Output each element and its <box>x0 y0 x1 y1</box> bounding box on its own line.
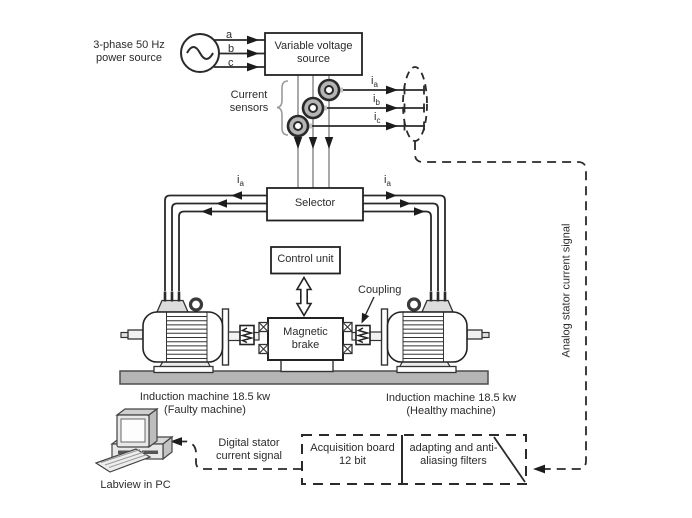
current-ib-label: ib <box>373 93 380 108</box>
control-unit-label: Control unit <box>277 253 334 265</box>
acquisition-filter-block <box>301 434 527 485</box>
magnetic-brake-label: Magnetic brake <box>268 326 343 352</box>
coupling-icon-left <box>239 324 255 346</box>
coupling-label: Coupling <box>358 284 402 296</box>
brake-pedestal <box>280 359 334 373</box>
ia-base: i <box>371 75 374 87</box>
machine-faulty-label: Induction machine 18.5 kw (Faulty machin… <box>124 391 286 417</box>
acquisition-board-line2: 12 bit <box>339 454 366 467</box>
selector-box <box>266 187 364 222</box>
current-sensor-icon <box>286 114 310 138</box>
digital-signal-arrowhead <box>170 437 182 446</box>
magnetic-brake-line1: Magnetic <box>283 326 328 338</box>
control-unit-box <box>270 246 341 275</box>
machine-healthy-line2: (Healthy machine) <box>406 404 496 417</box>
power-source-line1: 3-phase 50 Hz <box>93 39 165 51</box>
current-sensors-brace <box>276 80 289 136</box>
current-sensors-line2: sensors <box>229 101 269 114</box>
sel-ia-left-base: i <box>237 174 240 186</box>
selector-cables <box>164 194 446 291</box>
vvs-output-arrowheads <box>293 137 334 149</box>
analog-signal-path <box>414 141 587 470</box>
ic-sub: c <box>376 116 381 126</box>
analog-signal-label: Analog stator current signal <box>560 223 573 358</box>
selector-label: Selector <box>294 197 336 209</box>
ic-base: i <box>374 111 377 123</box>
selector-cable-arrowheads <box>201 191 425 216</box>
coupling-icon-right <box>355 324 371 346</box>
sel-ia-right-sub: a <box>386 179 391 189</box>
filters-line2: aliasing filters <box>420 454 487 467</box>
phase-c-label: c <box>228 56 234 69</box>
drivetrain <box>227 275 383 373</box>
ia-sub: a <box>373 80 378 90</box>
pc-icon <box>94 407 174 473</box>
current-sensor-icons <box>286 78 343 138</box>
sensor-output-lines <box>310 85 425 131</box>
pc-label: Labview in PC <box>100 479 171 491</box>
digital-signal-label: Digital stator current signal <box>203 437 295 463</box>
power-source-label: 3-phase 50 Hz power source <box>84 39 174 65</box>
current-sensors-line1: Current <box>230 89 268 101</box>
current-sensors-label: Current sensors <box>222 89 276 115</box>
induction-machine-faulty-icon <box>120 291 230 374</box>
phase-b-label: b <box>228 43 235 55</box>
coupling-pointer-line <box>363 296 375 318</box>
current-ia-label: ia <box>371 75 378 90</box>
acquisition-board-label: Acquisition board 12 bit <box>304 442 401 468</box>
digital-signal-line2: current signal <box>215 449 283 462</box>
machine-healthy-label: Induction machine 18.5 kw (Healthy machi… <box>370 392 532 418</box>
variable-voltage-source-label: Variable voltage source <box>265 40 362 66</box>
machine-faulty-line1: Induction machine 18.5 kw <box>139 391 271 403</box>
control-brake-double-arrow <box>295 275 313 318</box>
variable-voltage-source-box <box>264 32 363 76</box>
ac-source-icon <box>180 33 220 73</box>
vvs-line2: source <box>296 52 331 65</box>
digital-signal-line1: Digital stator <box>218 437 280 449</box>
phase-arrowheads <box>247 35 259 72</box>
current-sensor-icon <box>317 78 341 102</box>
sel-ia-right-base: i <box>384 174 387 186</box>
machine-faulty-line2: (Faulty machine) <box>164 403 246 416</box>
current-sensor-icon <box>301 96 325 120</box>
filters-line1: adapting and anti- <box>409 442 498 454</box>
machine-healthy-line1: Induction machine 18.5 kw <box>385 392 517 404</box>
magnetic-brake-line2: brake <box>291 338 320 351</box>
analog-signal-arrowhead <box>533 464 545 474</box>
ib-sub: b <box>375 98 380 108</box>
sel-ia-left-sub: a <box>239 179 244 189</box>
filters-label: adapting and anti- aliasing filters <box>404 442 503 468</box>
induction-machine-healthy-icon <box>380 291 490 374</box>
vvs-line1: Variable voltage <box>274 40 353 52</box>
power-source-line2: power source <box>95 51 163 64</box>
phase-a-label: a <box>226 29 233 41</box>
magnetic-brake-box <box>267 317 344 361</box>
current-ic-label: ic <box>374 111 380 126</box>
selector-current-right-label: ia <box>384 174 391 189</box>
acquisition-board-line1: Acquisition board <box>310 442 395 454</box>
ib-base: i <box>373 93 376 105</box>
selector-current-left-label: ia <box>237 174 244 189</box>
sensor-output-arrowheads <box>386 85 398 131</box>
coupling-pointer-arrowhead <box>361 312 370 324</box>
